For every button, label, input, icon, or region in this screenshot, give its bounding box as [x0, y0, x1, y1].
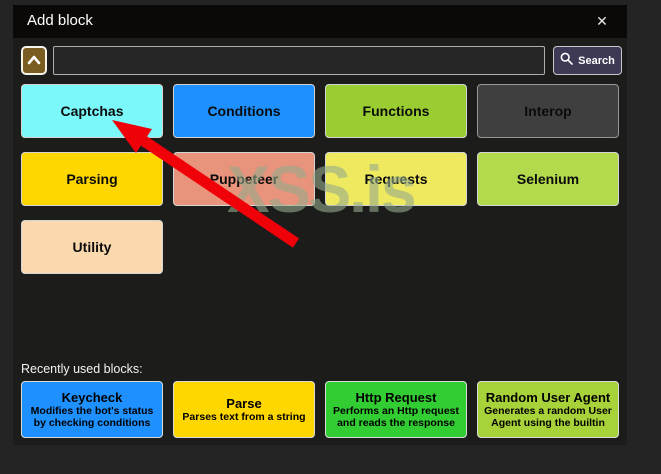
search-button[interactable]: Search	[553, 46, 622, 75]
category-utility[interactable]: Utility	[21, 220, 163, 274]
block-description: Generates a random User Agent using the …	[484, 404, 612, 430]
close-button[interactable]: ✕	[583, 5, 621, 38]
collapse-button[interactable]	[21, 46, 47, 75]
recent-block-keycheck[interactable]: Keycheck Modifies the bot's status by ch…	[21, 381, 163, 438]
search-button-label: Search	[578, 54, 615, 67]
search-input[interactable]	[53, 46, 545, 75]
category-parsing[interactable]: Parsing	[21, 152, 163, 206]
dialog-titlebar: Add block ✕	[13, 5, 627, 38]
category-selenium[interactable]: Selenium	[477, 152, 619, 206]
block-title: Random User Agent	[485, 389, 611, 405]
search-icon	[560, 52, 573, 70]
category-requests[interactable]: Requests	[325, 152, 467, 206]
block-description: Modifies the bot's status by checking co…	[30, 404, 154, 430]
recent-block-http-request[interactable]: Http Request Performs an Http request an…	[325, 381, 467, 438]
chevron-up-icon	[27, 52, 41, 70]
recent-block-random-user-agent[interactable]: Random User Agent Generates a random Use…	[477, 381, 619, 438]
dialog-title: Add block	[27, 12, 93, 29]
xss-is-watermark: XSS.is	[227, 152, 417, 226]
category-functions[interactable]: Functions	[325, 84, 467, 138]
close-icon: ✕	[596, 13, 608, 29]
block-title: Keycheck	[61, 389, 123, 405]
category-conditions[interactable]: Conditions	[173, 84, 315, 138]
recent-block-parse[interactable]: Parse Parses text from a string	[173, 381, 315, 438]
block-title: Parse	[226, 395, 262, 411]
recently-used-label: Recently used blocks:	[21, 362, 143, 376]
recently-used-row: Keycheck Modifies the bot's status by ch…	[21, 381, 619, 438]
block-description: Parses text from a string	[182, 410, 306, 423]
category-captchas[interactable]: Captchas	[21, 84, 163, 138]
block-description: Performs an Http request and reads the r…	[332, 404, 460, 430]
category-interop[interactable]: Interop	[477, 84, 619, 138]
block-title: Http Request	[355, 389, 437, 405]
